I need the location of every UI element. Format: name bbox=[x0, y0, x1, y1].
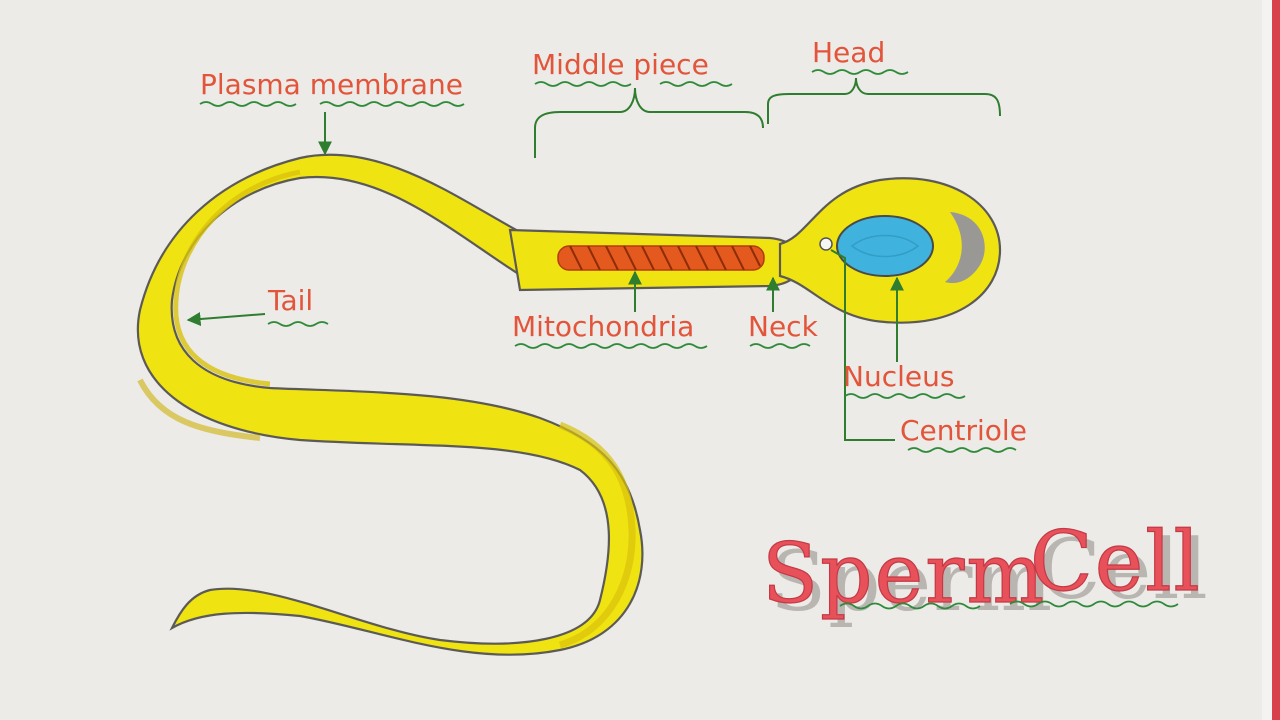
label-plasma-membrane: Plasma membrane bbox=[200, 68, 463, 101]
underline-head bbox=[811, 69, 909, 75]
label-middle-piece: Middle piece bbox=[532, 48, 709, 81]
mitochondria-shape bbox=[557, 245, 765, 271]
underline-mitochondria bbox=[514, 343, 708, 349]
title-word-cell: Cell bbox=[1030, 515, 1202, 610]
tail-arrow bbox=[186, 312, 266, 326]
label-centriole: Centriole bbox=[900, 414, 1027, 447]
paper-edge-stripe bbox=[1272, 0, 1280, 720]
underline-neck bbox=[749, 343, 811, 349]
underline-centriole bbox=[907, 447, 1017, 453]
title-word-sperm: Sperm bbox=[762, 527, 1046, 622]
tail-shape bbox=[136, 153, 644, 656]
nucleus-shape bbox=[836, 215, 934, 277]
title: Sperm Cell Sperm Cell bbox=[761, 514, 1210, 630]
label-neck: Neck bbox=[748, 310, 819, 343]
title-underline-1 bbox=[839, 602, 981, 610]
title-underline-2 bbox=[1009, 600, 1179, 608]
middle-piece-brace bbox=[534, 87, 764, 158]
label-head: Head bbox=[812, 36, 885, 69]
label-nucleus: Nucleus bbox=[843, 360, 954, 393]
label-tail: Tail bbox=[267, 284, 313, 317]
head-crescent bbox=[945, 212, 985, 284]
svg-text:Sperm: Sperm bbox=[770, 535, 1054, 630]
svg-text:Cell: Cell bbox=[1038, 523, 1210, 618]
centriole-shape bbox=[819, 237, 833, 251]
centriole-leader bbox=[830, 249, 895, 441]
underline-nucleus bbox=[844, 393, 966, 399]
underline-tail bbox=[267, 321, 329, 327]
label-mitochondria: Mitochondria bbox=[512, 310, 694, 343]
underline-plasma-membrane bbox=[199, 101, 465, 107]
underline-middle-piece bbox=[534, 81, 733, 87]
head-brace bbox=[767, 77, 1001, 124]
